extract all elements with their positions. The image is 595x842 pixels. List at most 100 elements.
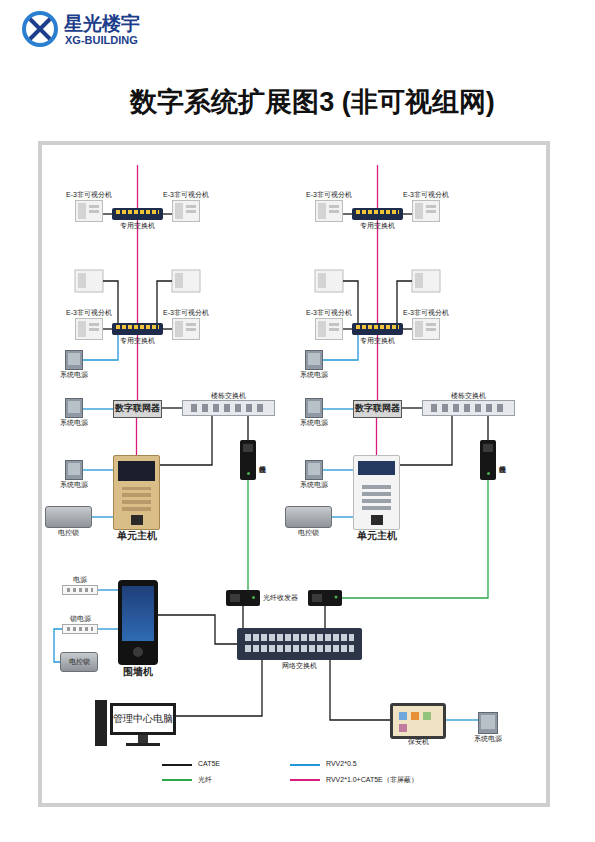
device-label: 楼栋交换机 xyxy=(211,392,246,399)
device-label: 管理中心电脑 xyxy=(113,714,173,724)
cable xyxy=(323,469,353,470)
device-label: E-3非可视分机 xyxy=(66,309,112,317)
device-detail xyxy=(329,323,339,326)
legend-text: RVV2*0.5 xyxy=(326,760,357,767)
system-power: 系统电源 xyxy=(305,398,323,418)
system-power: 系统电源 xyxy=(65,398,83,418)
device-label: 专用交换机 xyxy=(360,222,395,230)
device-label: 单元主机 xyxy=(357,531,397,541)
device-detail xyxy=(426,210,436,213)
device-detail xyxy=(247,472,250,475)
device-detail xyxy=(362,482,391,510)
cable xyxy=(136,418,137,455)
device-label: 系统电源 xyxy=(60,371,88,379)
bus-wire xyxy=(377,165,378,208)
device-label: 电源 xyxy=(73,576,87,584)
monitor-stand xyxy=(138,735,148,743)
extension-unit xyxy=(75,270,103,292)
device-label: 系统电源 xyxy=(300,481,328,489)
legend-swatch xyxy=(290,779,320,781)
device-label: 系统电源 xyxy=(300,371,328,379)
device-detail xyxy=(308,353,320,365)
device-detail xyxy=(415,203,423,219)
device-detail xyxy=(89,323,99,326)
network-switch: 网络交换机 xyxy=(237,628,362,660)
device-detail xyxy=(318,321,326,337)
device-label: E-3非可视分机 xyxy=(403,309,449,317)
cable xyxy=(98,628,118,629)
legend-swatch xyxy=(290,764,320,766)
device-detail xyxy=(431,404,506,412)
system-power: 系统电源 xyxy=(305,350,323,370)
device-detail xyxy=(175,203,183,219)
building-switch: 楼栋交换机 xyxy=(422,400,515,416)
device-label: 系统电源 xyxy=(60,481,88,489)
cable xyxy=(323,408,353,409)
device-detail xyxy=(423,712,431,720)
cable xyxy=(247,480,248,590)
wires xyxy=(103,165,488,628)
cable xyxy=(343,213,352,214)
device-detail xyxy=(186,205,196,208)
device-detail xyxy=(399,724,407,732)
indoor-extension: E-3非可视分机 xyxy=(412,200,440,222)
device-detail xyxy=(230,594,240,602)
dedicated-switch: 专用交换机 xyxy=(352,323,403,335)
indoor-extension: E-3非可视分机 xyxy=(75,318,103,340)
device-label: 锁电源 xyxy=(70,615,91,623)
indoor-extension: E-3非可视分机 xyxy=(315,318,343,340)
cable xyxy=(377,220,378,323)
device-detail xyxy=(329,205,339,208)
device-detail xyxy=(133,647,143,657)
device-label: E-3非可视分机 xyxy=(163,309,209,317)
cat5e-wire xyxy=(324,606,325,628)
device-detail xyxy=(191,404,266,412)
device-detail xyxy=(426,323,436,326)
device-label: E-3非可视分机 xyxy=(306,191,352,199)
device-detail xyxy=(245,634,354,641)
cable xyxy=(98,589,118,590)
device-detail xyxy=(122,487,151,511)
cable xyxy=(163,328,172,329)
extension-unit xyxy=(172,270,200,292)
bus-wire xyxy=(137,165,138,208)
cable xyxy=(247,416,248,440)
cable xyxy=(103,328,112,329)
pc-tower xyxy=(95,700,107,746)
system-power: 系统电源 xyxy=(305,460,323,480)
network-interface-box: 数字联网器 xyxy=(113,400,162,418)
device-label: E-3非可视分机 xyxy=(163,191,209,199)
device-detail xyxy=(356,210,399,214)
logo-text: XG-BUILDING xyxy=(65,34,138,46)
device-detail xyxy=(415,321,423,337)
cable xyxy=(403,213,412,214)
cable xyxy=(403,328,412,329)
indoor-extension: E-3非可视分机 xyxy=(412,318,440,340)
device-label: 电控锁 xyxy=(61,658,97,666)
device-detail xyxy=(186,328,196,331)
unit-host: 单元主机 xyxy=(113,455,160,530)
cat5e-wire xyxy=(343,281,358,323)
cat5e-wire xyxy=(397,281,412,323)
fiber-transceiver: 光纤收发器 xyxy=(226,590,260,606)
device-detail xyxy=(118,461,155,481)
device-detail xyxy=(89,205,99,208)
cable xyxy=(402,407,422,408)
device-detail xyxy=(483,444,493,452)
device-detail xyxy=(252,596,255,599)
device-detail xyxy=(329,210,339,213)
logo-cross xyxy=(30,19,50,39)
extension-handset xyxy=(175,273,183,288)
cable xyxy=(330,660,390,720)
device-label: 楼栋交换机 xyxy=(451,392,486,399)
device-detail xyxy=(487,472,490,475)
logo-ring xyxy=(24,13,56,45)
indoor-extension: E-3非可视分机 xyxy=(75,200,103,222)
device-detail xyxy=(399,712,407,720)
device-label: 数字联网器 xyxy=(354,404,401,413)
device-detail xyxy=(131,515,143,525)
cable xyxy=(158,615,237,644)
extension-handset xyxy=(318,273,326,288)
extension-units xyxy=(75,270,440,292)
network-interface-box: 数字联网器 xyxy=(353,400,402,418)
